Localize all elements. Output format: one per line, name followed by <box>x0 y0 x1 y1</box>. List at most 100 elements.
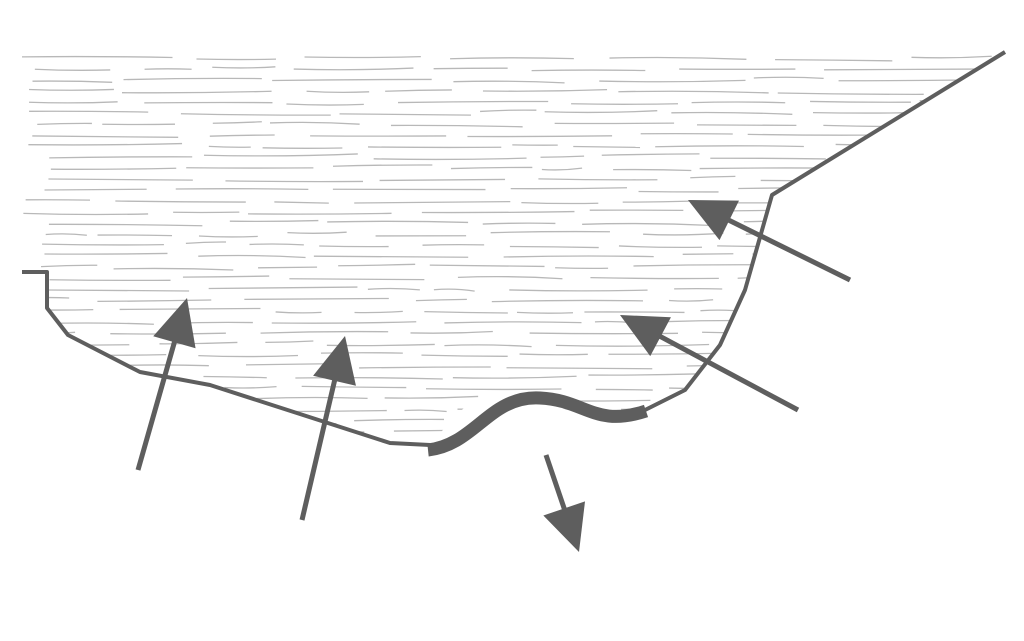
water-line <box>946 189 1000 193</box>
water-line <box>225 430 288 433</box>
arrowhead-icon <box>620 315 671 357</box>
water-line <box>180 113 331 116</box>
basin-outline-left <box>22 270 431 447</box>
water-line <box>860 333 986 336</box>
water-line <box>44 252 168 255</box>
water-line <box>503 255 654 258</box>
water-line <box>92 395 236 398</box>
water-line <box>854 200 983 203</box>
water-line <box>509 245 599 249</box>
water-line <box>224 386 277 389</box>
water-line <box>260 330 389 334</box>
basin-outline-right <box>644 50 1007 412</box>
arrowhead-icon <box>688 200 739 241</box>
water-line <box>599 79 746 83</box>
water-line <box>404 409 447 413</box>
water-line <box>32 135 179 138</box>
water-line <box>555 267 609 270</box>
water-line <box>287 231 347 234</box>
water-line <box>209 134 275 137</box>
water-line <box>668 299 714 302</box>
water-line <box>354 200 511 204</box>
water-line <box>29 110 149 113</box>
water-line <box>36 387 188 391</box>
water-line <box>424 310 508 314</box>
water-line <box>536 428 588 431</box>
water-line <box>354 310 403 314</box>
water-line <box>736 440 818 443</box>
arrowhead-icon <box>543 501 586 552</box>
water-line <box>367 287 420 291</box>
water-line <box>824 68 977 71</box>
water-line <box>714 209 856 213</box>
water-line <box>480 109 537 113</box>
water-line <box>24 344 130 347</box>
water-line <box>757 420 915 424</box>
water-line <box>244 297 389 301</box>
water-line <box>737 276 843 279</box>
water-line <box>655 145 804 148</box>
arrow-inflow-right-lower <box>620 315 800 413</box>
water-line <box>212 66 276 69</box>
water-line <box>919 100 996 103</box>
water-line <box>973 375 1000 378</box>
water-line <box>838 79 968 82</box>
water-line <box>853 341 1000 345</box>
water-line <box>595 388 653 391</box>
water-line <box>867 167 929 171</box>
water-line <box>691 101 786 104</box>
water-line <box>453 80 565 84</box>
water-line <box>643 232 724 236</box>
water-line <box>373 157 527 161</box>
water-line <box>482 222 556 225</box>
water-line <box>834 440 897 443</box>
arrow-shaft <box>135 339 178 471</box>
arrow-outflow-bottom <box>543 454 586 552</box>
arrow-inflow-right-upper <box>688 200 852 283</box>
water-line <box>28 430 71 433</box>
water-line <box>48 223 203 227</box>
water-line <box>760 179 899 183</box>
arrow-shaft <box>726 217 852 283</box>
water-line <box>541 167 583 171</box>
water-line <box>444 344 532 348</box>
water-line <box>422 244 485 246</box>
water-line <box>467 135 613 138</box>
water-line <box>622 200 692 203</box>
water-line <box>849 156 974 160</box>
water-line <box>753 76 824 80</box>
water-line <box>875 285 1000 289</box>
water-line <box>510 187 628 190</box>
water-line <box>301 385 407 389</box>
water-line <box>778 311 917 315</box>
water-line <box>97 234 173 237</box>
water-line <box>699 167 859 170</box>
water-line <box>867 232 934 236</box>
water-line <box>482 88 608 92</box>
water-line <box>295 376 443 380</box>
water-line <box>119 307 261 311</box>
water-line <box>113 267 234 271</box>
water-line <box>123 77 262 81</box>
water-line <box>622 440 720 443</box>
water-line <box>717 245 873 248</box>
water-line <box>44 188 147 191</box>
water-line <box>779 386 894 390</box>
water-line <box>506 367 653 370</box>
water-line <box>182 275 270 278</box>
water-line <box>122 90 272 94</box>
water-line <box>841 375 949 377</box>
water-line <box>775 58 893 62</box>
water-line <box>106 443 172 446</box>
water-line <box>433 67 508 70</box>
water-line <box>812 111 934 114</box>
water-line <box>269 121 360 125</box>
water-line <box>977 274 1000 278</box>
water-line <box>421 354 508 357</box>
water-line <box>28 398 84 402</box>
water-line <box>97 299 212 303</box>
water-line <box>954 90 1000 94</box>
water-line <box>686 364 778 367</box>
water-line <box>777 92 924 95</box>
